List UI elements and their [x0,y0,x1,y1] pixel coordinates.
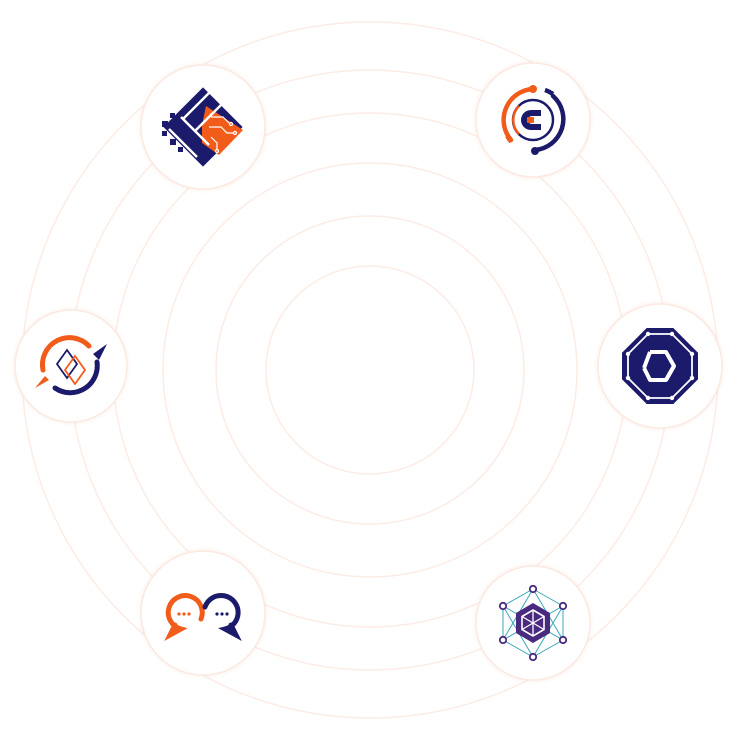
orbit-c-logo-icon [501,85,566,155]
network-hexagon-logo-node [475,565,591,681]
orbit-ring-2 [215,215,525,525]
hexagon-knot-logo-node [597,303,723,429]
cube-swoosh-logo-icon [35,335,107,396]
logo-node-background [14,309,128,423]
orbit-ring-4 [112,112,628,628]
orbit-ring-3 [162,162,578,578]
hexagon-knot-logo-icon [622,328,698,404]
circuit-diamond-logo-node [140,64,266,190]
network-hexagon-logo-icon [498,584,568,662]
chat-infinity-logo-node [140,550,266,676]
cube-swoosh-logo-node [14,309,128,423]
orbit-c-logo-node [475,62,591,178]
chat-infinity-logo-icon [164,592,242,642]
orbit-ring-1 [265,265,475,475]
